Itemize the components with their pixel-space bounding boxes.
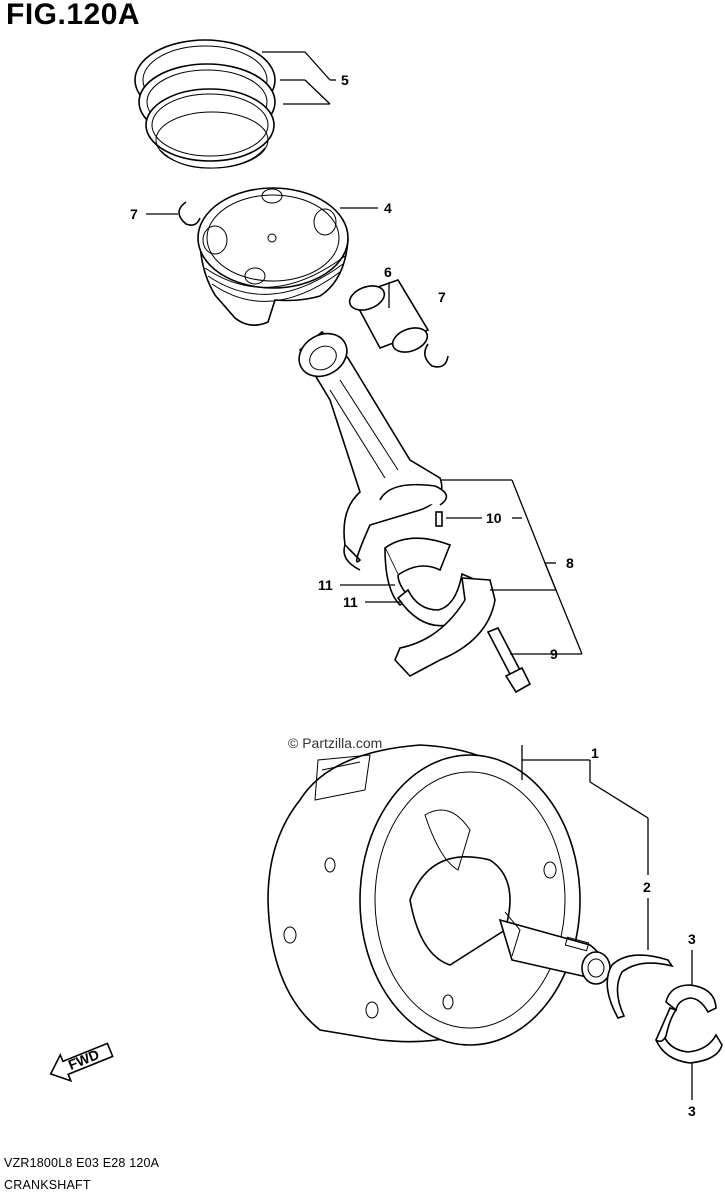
callout-5: 5 [341,72,349,88]
section-name: CRANKSHAFT [4,1178,91,1192]
figure-title: FIG.120A [6,0,141,31]
callout-3-lower: 3 [688,1103,696,1119]
callout-3-upper: 3 [688,931,696,947]
thrust-washer[interactable] [606,954,674,1019]
circlip-lower[interactable] [424,343,449,368]
leaders-rod-group [340,479,583,655]
callout-10: 10 [486,510,502,526]
callout-9: 9 [550,646,558,662]
dowel-pin[interactable] [435,511,443,527]
crankshaft[interactable] [267,744,611,1046]
callout-2: 2 [643,879,651,895]
callout-1: 1 [591,745,599,761]
callout-4: 4 [384,200,392,216]
callout-11-lower: 11 [343,594,358,610]
watermark: © Partzilla.com [288,735,382,751]
model-code: VZR1800L8 E03 E28 120A [4,1156,160,1170]
crankshaft-bearing-lower[interactable] [654,1007,723,1064]
callout-7-right: 7 [438,289,446,305]
piston-rings[interactable] [134,39,276,169]
fwd-arrow: FWD [49,1042,114,1083]
leader-1 [521,745,649,875]
callout-11-upper: 11 [318,577,333,593]
callout-7-left: 7 [130,206,138,222]
callout-labels: 1 2 3 3 4 5 6 7 7 8 9 10 11 11 [130,72,696,1119]
crankshaft-bearing-upper[interactable] [665,984,717,1014]
piston[interactable] [197,187,349,326]
circlip-upper[interactable] [178,201,201,226]
connecting-rod-cap[interactable] [394,577,496,677]
connecting-rod[interactable] [291,325,448,571]
piston-pin[interactable] [346,279,430,356]
bearing-upper[interactable] [383,537,452,607]
callout-8: 8 [566,555,574,571]
leader-5 [262,51,336,105]
connecting-rod-bolt[interactable] [486,626,532,694]
callout-6: 6 [384,264,392,280]
